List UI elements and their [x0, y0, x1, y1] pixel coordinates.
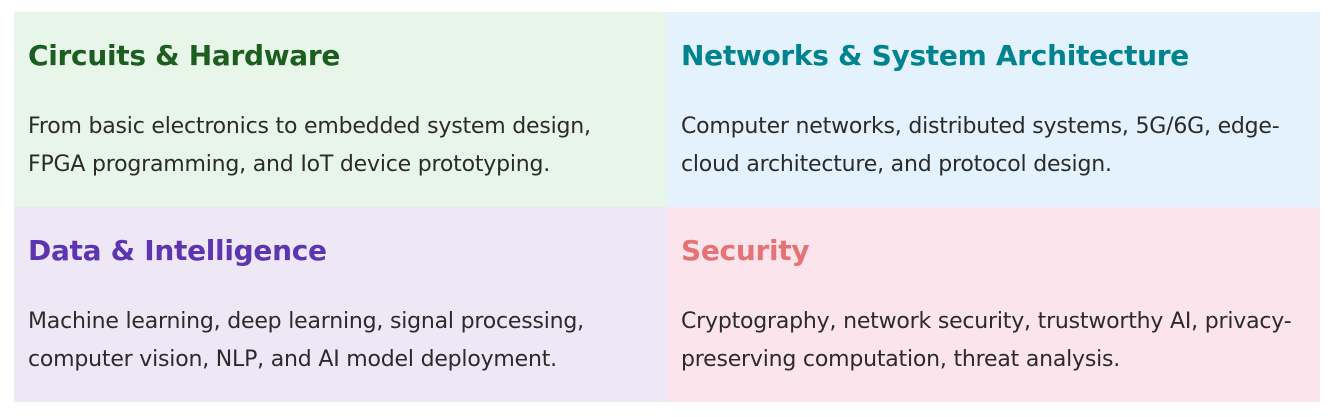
topic-grid: Circuits & Hardware From basic electroni… — [14, 12, 1320, 402]
card-description: Machine learning, deep learning, signal … — [28, 309, 584, 372]
card-title: Security — [681, 234, 810, 267]
card-networks-system-architecture: Networks & System Architecture Computer … — [667, 12, 1320, 207]
card-circuits-hardware: Circuits & Hardware From basic electroni… — [14, 12, 667, 207]
card-description: From basic electronics to embedded syste… — [28, 114, 591, 177]
card-description: Cryptography, network security, trustwor… — [681, 309, 1292, 372]
card-security: Security Cryptography, network security,… — [667, 207, 1320, 402]
card-title: Data & Intelligence — [28, 234, 327, 267]
card-data-intelligence: Data & Intelligence Machine learning, de… — [14, 207, 667, 402]
card-title: Circuits & Hardware — [28, 39, 341, 72]
card-description: Computer networks, distributed systems, … — [681, 114, 1280, 177]
card-title: Networks & System Architecture — [681, 39, 1190, 72]
